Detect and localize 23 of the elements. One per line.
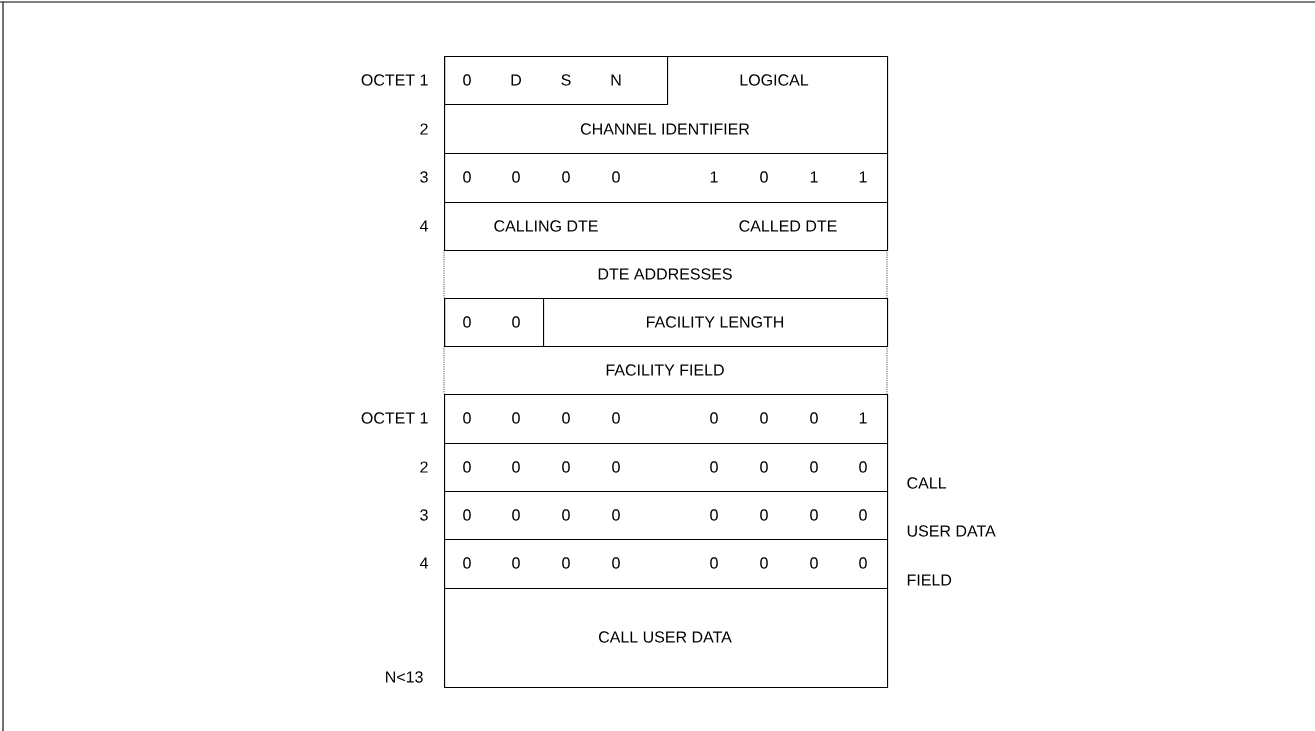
field-box: 0 0 0 0 0 0 0 0 bbox=[444, 539, 889, 590]
row-number: 4 bbox=[419, 557, 428, 569]
row-number: OCTET 1 bbox=[361, 74, 428, 86]
dotted-band: DTE ADDRESSES bbox=[443, 249, 888, 299]
side-note: FIELD bbox=[907, 574, 952, 586]
field-box: 0 0 bbox=[444, 298, 545, 348]
side-note: USER DATA bbox=[907, 525, 996, 537]
field-box: 0 0 0 0 0 0 0 1 bbox=[444, 394, 889, 445]
field-box: 0 0 0 0 0 0 0 0 bbox=[444, 491, 889, 541]
row-number: 2 bbox=[420, 123, 428, 135]
field-box: 0 0 0 0 1 0 1 1 bbox=[444, 153, 889, 204]
row-number: 3 bbox=[420, 509, 428, 521]
field-box: 0 D S N bbox=[444, 56, 669, 106]
row-number: 2 bbox=[420, 461, 428, 473]
side-note: CALL bbox=[907, 477, 947, 489]
field-box: 0 0 0 0 0 0 0 0 bbox=[444, 443, 889, 493]
row-number: 4 bbox=[419, 220, 428, 232]
row-number: N<13 bbox=[386, 671, 423, 683]
dotted-band: FACILITY FIELD bbox=[443, 345, 888, 395]
row-number: 3 bbox=[420, 171, 428, 183]
field-box: CALLING DTE CALLED DTE bbox=[444, 202, 889, 252]
row-number: OCTET 1 bbox=[361, 412, 428, 424]
field-box: CALL USER DATA bbox=[444, 588, 889, 689]
